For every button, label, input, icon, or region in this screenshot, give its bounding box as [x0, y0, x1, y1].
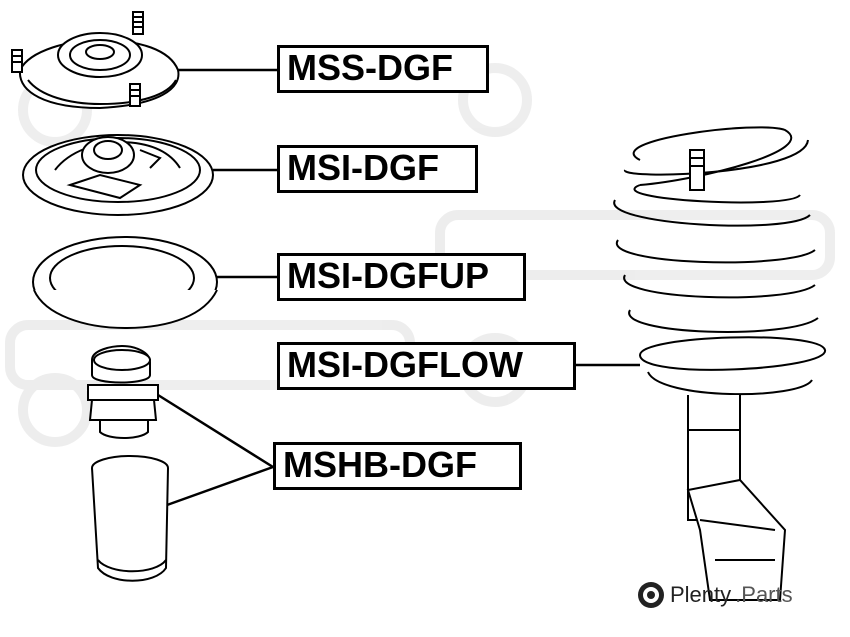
leader-line-mshb-lower [166, 465, 274, 507]
part-label-mss-dgf: MSS-DGF [277, 45, 489, 93]
leader-line-mshb-upper [157, 393, 274, 469]
dust-boot-drawing [91, 455, 169, 582]
brake-disc-icon [638, 582, 664, 608]
part-label-msi-dgf: MSI-DGF [277, 145, 478, 193]
brand-name: Plenty [670, 582, 732, 607]
strut-mount-drawing [11, 11, 180, 110]
leader-lines [157, 68, 640, 507]
brand-suffix: .Parts [735, 582, 793, 607]
strut-assembly-drawing [613, 126, 826, 601]
part-label-mshb-dgf: MSHB-DGF [273, 442, 522, 490]
part-label-msi-dgfup: MSI-DGFUP [277, 253, 526, 301]
part-label-msi-dgflow: MSI-DGFLOW [277, 342, 576, 390]
bearing-drawing [22, 134, 214, 216]
upper-pad-drawing [32, 236, 218, 330]
bump-stop-drawing [87, 344, 159, 439]
brand-watermark: Plenty.Parts [636, 580, 793, 610]
